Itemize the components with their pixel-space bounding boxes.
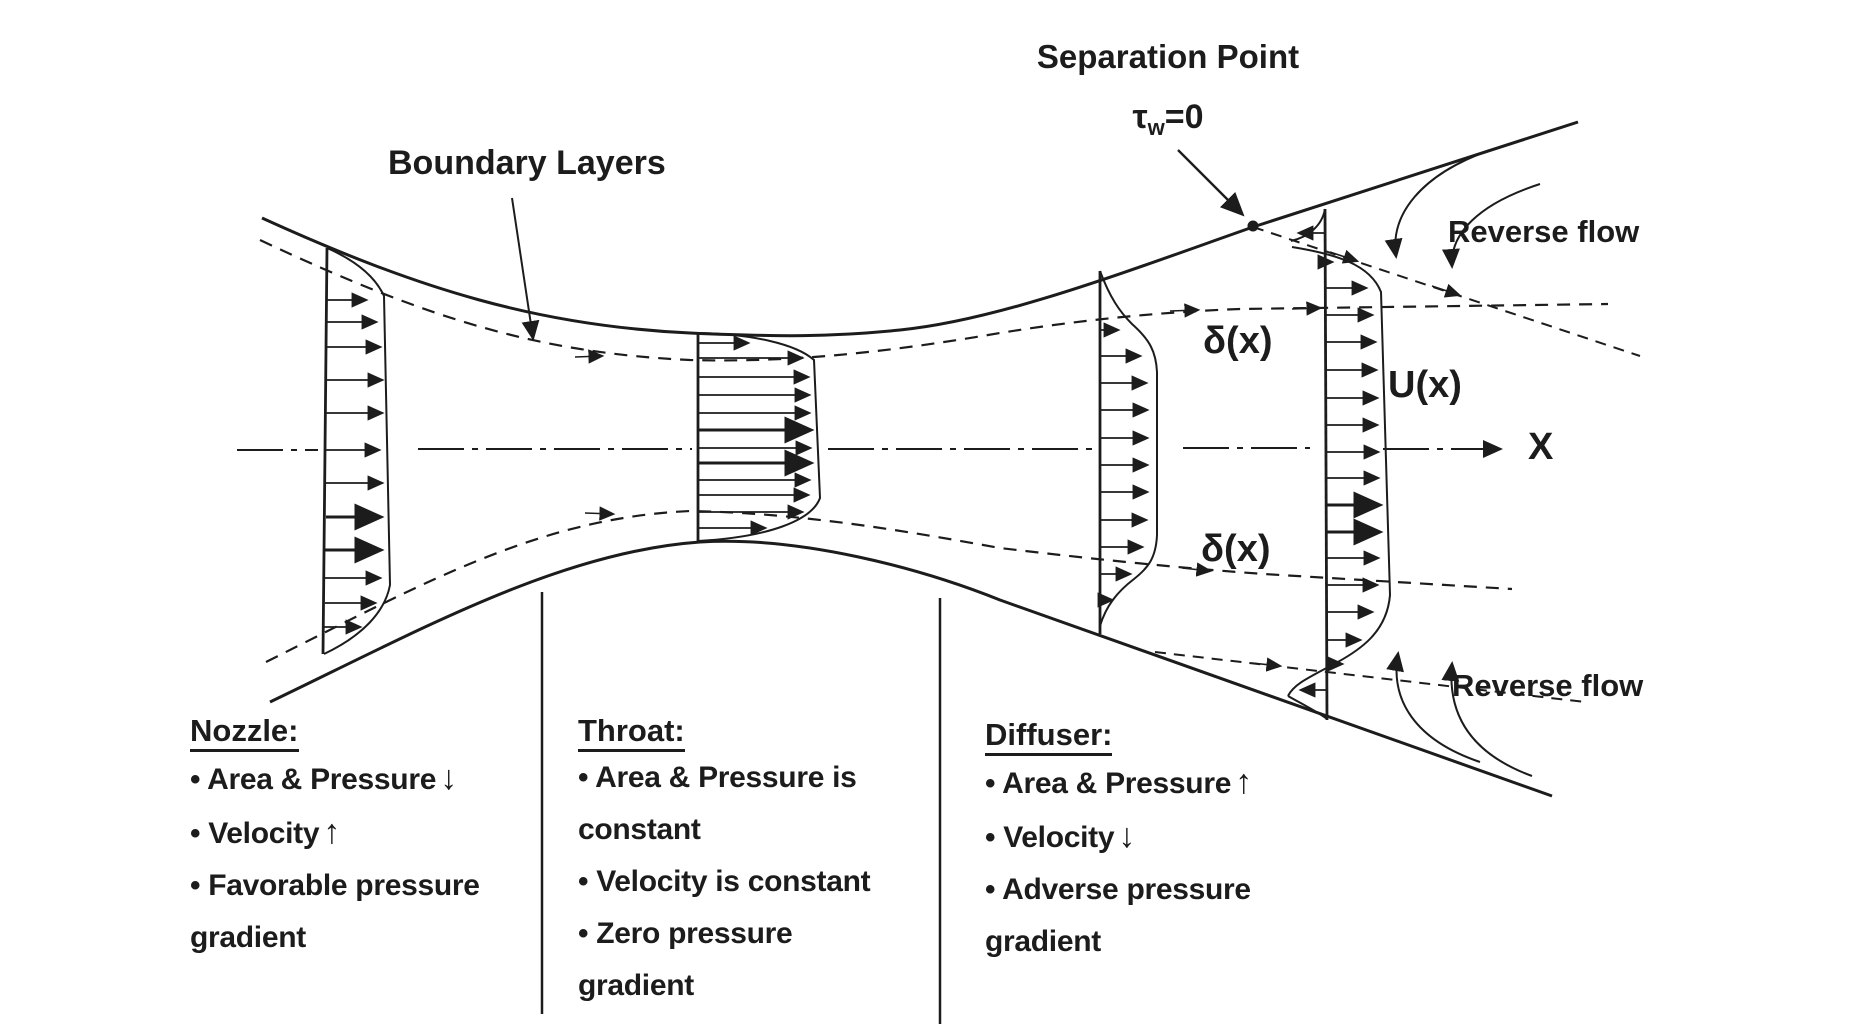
throat-section: Throat: • Area & Pressure is constant • … (578, 710, 871, 1012)
reverse-flow-label-bottom: Reverse flow (1452, 668, 1644, 703)
bottom-wall (269, 539, 1553, 798)
nozzle-bullet-velocity: • Velocity↑ (190, 813, 340, 851)
throat-title: Throat: (578, 710, 870, 752)
up-arrow-icon: ↑ (323, 813, 340, 851)
tau-symbol: τ (1132, 98, 1148, 136)
centerline (237, 447, 1478, 451)
diffuser-section: Diffuser: • Area & Pressure↑ • Velocity↓… (985, 714, 1252, 968)
reverse-flow-curls-top (1384, 149, 1541, 269)
top-wall (261, 120, 1579, 338)
velocity-profile-inlet (321, 247, 392, 655)
tau-subscript: w (1147, 115, 1165, 140)
boundary-layer-dashed-top (259, 239, 1609, 362)
separated-shear-dashed-bottom (1154, 651, 1586, 703)
nozzle-bullet-gradient: gradient (190, 921, 306, 954)
throat-bullet-zero-pressure: • Zero pressure (578, 917, 793, 950)
wall-shear-equation: τw=0 (1003, 98, 1333, 141)
reverse-flow-curls-bottom (1386, 651, 1533, 777)
throat-bullet-area-pressure: • Area & Pressure is (578, 761, 857, 794)
separation-point-label: Separation Point (1036, 38, 1300, 75)
separation-point-pointer-arrow (1177, 149, 1245, 217)
dashed-line-arrows (574, 249, 1462, 672)
separation-point-dot (1247, 220, 1259, 232)
nozzle-bullet-area-pressure: • Area & Pressure↓ (190, 759, 457, 797)
down-arrow-icon: ↓ (440, 759, 457, 797)
up-arrow-icon: ↑ (1235, 763, 1252, 801)
down-arrow-icon: ↓ (1118, 817, 1135, 855)
throat-bullet-constant: constant (578, 813, 701, 846)
diffuser-bullet-area-pressure: • Area & Pressure↑ (985, 763, 1252, 801)
velocity-u-x-label: U(x) (1388, 364, 1462, 406)
tau-equals-zero: =0 (1164, 98, 1204, 136)
velocity-profile-throat (696, 332, 822, 542)
boundary-layers-pointer-arrow (511, 197, 540, 341)
velocity-profile-exit (1287, 208, 1392, 721)
x-axis-label: X (1528, 426, 1554, 468)
nozzle-bullet-favorable: • Favorable pressure (190, 869, 480, 902)
velocity-profile-diffuser (1097, 270, 1158, 634)
separated-shear-dashed-top (1252, 226, 1641, 357)
throat-bullet-velocity: • Velocity is constant (578, 865, 871, 898)
boundary-layers-label: Boundary Layers (388, 144, 666, 182)
reverse-flow-label-top: Reverse flow (1448, 214, 1640, 249)
boundary-layer-dashed-bottom (265, 509, 1513, 663)
diffuser-title: Diffuser: (985, 714, 1252, 756)
throat-bullet-gradient: gradient (578, 969, 694, 1002)
delta-x-label-lower: δ(x) (1201, 528, 1271, 570)
diffuser-bullet-velocity: • Velocity↓ (985, 817, 1135, 855)
nozzle-title: Nozzle: (190, 710, 480, 752)
delta-x-label-upper: δ(x) (1203, 320, 1273, 362)
diffuser-bullet-adverse: • Adverse pressure (985, 873, 1251, 906)
nozzle-section: Nozzle: • Area & Pressure↓ • Velocity↑ •… (190, 710, 480, 964)
diffuser-bullet-gradient: gradient (985, 925, 1101, 958)
